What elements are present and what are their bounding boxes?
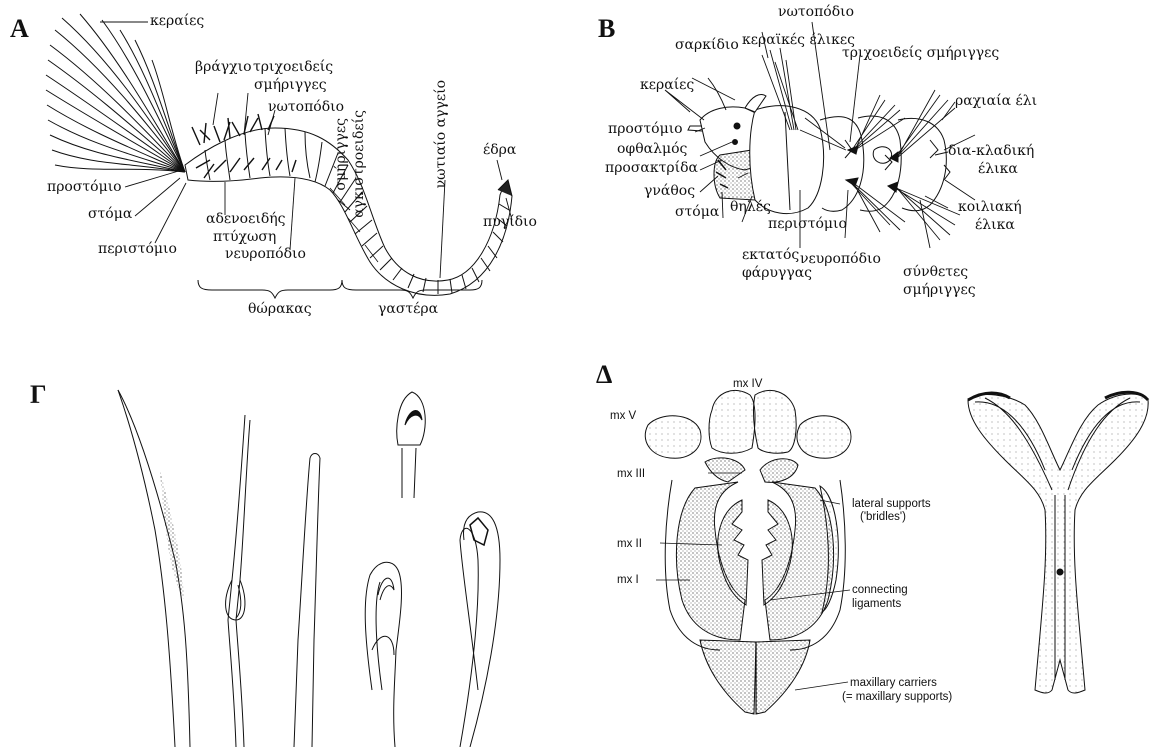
label-a-notopodio: νωτοπόδιο (268, 100, 344, 115)
label-b-peristomio: περιστόμιο (768, 217, 847, 232)
panel-d-drawing (645, 390, 851, 714)
label-d-mxIII: mx III (617, 467, 645, 481)
panel-b-letter: B (598, 14, 615, 44)
tentacle-fan (46, 14, 185, 172)
label-a-keraies: κεραίες (150, 14, 204, 29)
label-b-smiringes: σμήριγγες (903, 283, 976, 298)
label-b-rachiaia: ραχιαία έλι (955, 94, 1037, 109)
label-d-carriers1: maxillary carriers (850, 676, 937, 690)
label-a-smiringes: σμήριγγες (254, 78, 327, 93)
panel-g-drawing (118, 390, 500, 747)
label-a-edra: έδρα (483, 143, 516, 158)
label-a-thorakas: θώρακας (248, 302, 312, 317)
label-d-lateral2: ('bridles') (860, 510, 906, 524)
label-b-notopodio: νωτοπόδιο (778, 5, 854, 20)
label-a-peristomio: περιστόμιο (98, 242, 177, 257)
label-b-neuropodio: νευροπόδιο (800, 252, 881, 267)
label-d-mxI: mx I (617, 573, 639, 587)
label-b-stoma: στόμα (675, 205, 719, 220)
panel-d-letter: Δ (596, 360, 612, 390)
panel-d-right-drawing (968, 392, 1148, 693)
label-b-prosaktrida: προσακτρίδα (605, 161, 698, 176)
label-d-mxII: mx II (617, 537, 642, 551)
label-b-ektatos: εκτατός (742, 248, 799, 263)
label-a-adenoeidis: αδενοειδής (206, 212, 285, 227)
label-d-lateral1: lateral supports (852, 497, 931, 511)
label-b-farygas: φάρυγγας (742, 266, 812, 281)
label-a-ptyxosi: πτύχωση (213, 230, 276, 245)
label-a-vert-agkistroeideis: αγκιστροειδείς (352, 110, 366, 218)
label-b-elika1: έλικα (978, 162, 1018, 177)
label-b-thiles: θηλές (730, 200, 771, 215)
label-a-branchio: βράγχιο (195, 60, 252, 75)
label-b-ofthalmos: οφθαλμός (617, 142, 687, 157)
label-b-prostomio: προστόμιο (608, 122, 683, 137)
label-b-trichoeideis: τριχοειδείς σμήριγγες (842, 46, 999, 61)
label-a-gastera: γαστέρα (378, 302, 438, 317)
panel-g-letter: Γ (30, 380, 47, 410)
label-a-vert-smiringes: σμήριγγες (334, 118, 348, 191)
label-b-keraikes: κεραϊκές έλικες (742, 33, 855, 48)
label-d-mxIV: mx IV (733, 377, 762, 391)
label-a-neuropodio: νευροπόδιο (225, 247, 306, 262)
label-d-connecting1: connecting (852, 583, 908, 597)
label-d-mxV: mx V (610, 409, 636, 423)
label-d-connecting2: ligaments (852, 597, 901, 611)
label-a-pygidio: πυγίδιο (483, 215, 537, 230)
label-a-stoma: στόμα (88, 207, 132, 222)
label-b-sarkidio: σαρκίδιο (675, 38, 739, 53)
label-a-vert-notiaio: νωτιαίο αγγείο (434, 80, 448, 188)
label-b-diakladiki: δια-κλαδική (948, 144, 1034, 159)
label-a-prostomio: προστόμιο (47, 180, 122, 195)
label-b-gnathos: γνάθος (644, 184, 695, 199)
label-b-syntheteis: σύνθετες (903, 265, 968, 280)
label-b-keraies: κεραίες (640, 78, 694, 93)
panel-a-letter: A (10, 14, 29, 44)
label-d-carriers2: (= maxillary supports) (842, 690, 952, 704)
label-b-elika2: έλικα (975, 218, 1015, 233)
label-a-trichoeideis: τριχοειδείς (253, 60, 333, 75)
label-b-koiliaki: κοιλιακή (958, 200, 1022, 215)
